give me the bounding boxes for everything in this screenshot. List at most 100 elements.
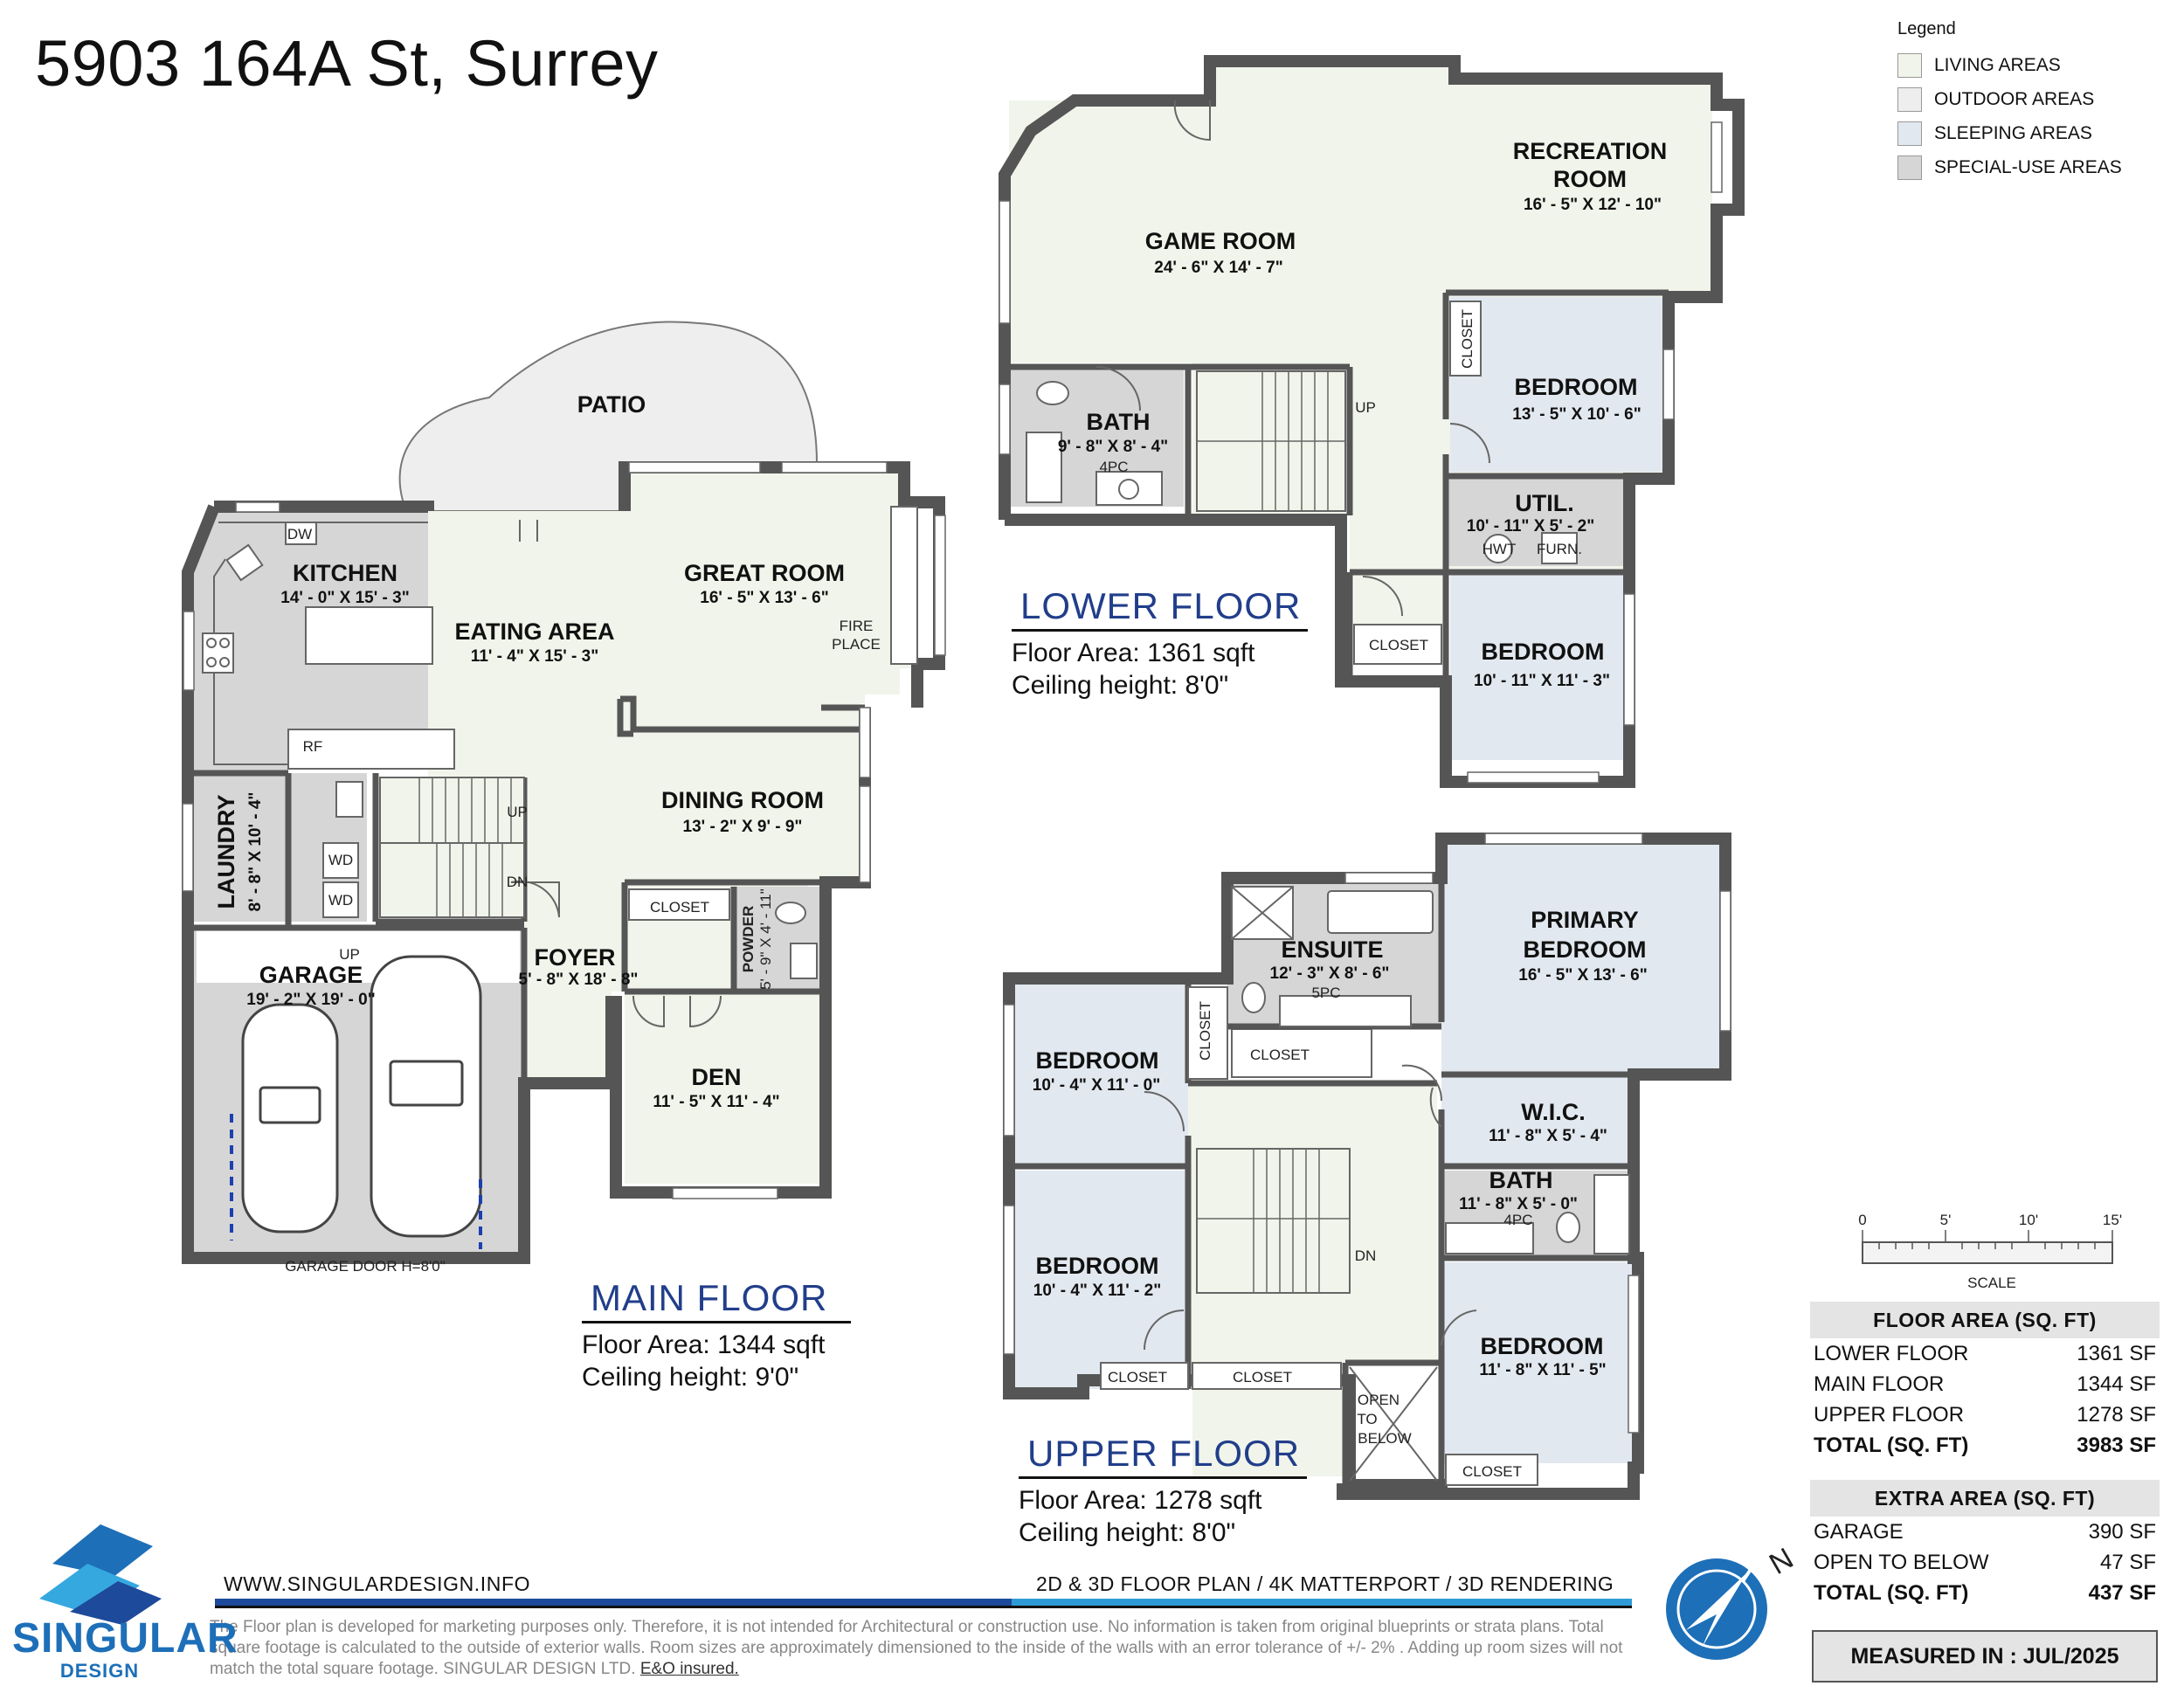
garage-cars — [241, 955, 482, 1238]
foyer-dim: 5' - 8" X 18' - 8" — [519, 971, 639, 989]
upper-floor-ceiling: Ceiling height: 8'0" — [1019, 1518, 1236, 1547]
main-floor-ceiling: Ceiling height: 9'0" — [582, 1363, 799, 1392]
row-value: 1278 SF — [2077, 1403, 2156, 1427]
upper-stairs-down: DN — [1355, 1247, 1377, 1264]
legend-swatch-sleeping — [1897, 121, 1922, 146]
laundry-dim: 8' - 8" X 10' - 4" — [246, 792, 265, 912]
table-total-row: TOTAL (SQ. FT)3983 SF — [1810, 1430, 2160, 1461]
upper-floor-title: UPPER FLOOR — [1019, 1433, 1308, 1479]
lower-floor-ceiling: Ceiling height: 8'0" — [1012, 671, 1229, 700]
scale-bar: 0 5' 10' 15' SCALE — [1858, 1212, 2122, 1291]
den-dim: 11' - 5" X 11' - 4" — [653, 1093, 779, 1111]
floor-area-header: FLOOR AREA (SQ. FT) — [1810, 1302, 2160, 1338]
legend-item-living: LIVING AREAS — [1897, 48, 2177, 82]
garage-label: GARAGE — [259, 962, 363, 988]
game-room-dim: 24' - 6" X 14' - 7" — [1154, 259, 1282, 277]
extra-area-header: EXTRA AREA (SQ. FT) — [1810, 1480, 2160, 1517]
legend-item-special: SPECIAL-USE AREAS — [1897, 150, 2177, 184]
main-stairs — [379, 777, 525, 918]
dryer-label: WD — [328, 892, 353, 909]
main-stairs-down: DN — [507, 874, 529, 890]
upper-bath-dim: 11' - 8" X 5' - 0" — [1459, 1195, 1578, 1213]
dishwasher-label: DW — [287, 526, 312, 542]
table-total-row: TOTAL (SQ. FT)437 SF — [1810, 1578, 2160, 1608]
recreation-label-1: RECREATION — [1513, 138, 1668, 164]
foyer-label: FOYER — [534, 944, 615, 971]
legend-swatch-living — [1897, 52, 1922, 78]
upper-floor-area: Floor Area: 1278 sqft — [1019, 1486, 1262, 1515]
lower-closet-2-label: CLOSET — [1369, 637, 1428, 653]
scale-tick-0: 0 — [1858, 1212, 1866, 1228]
upper-closet-4-label: CLOSET — [1233, 1369, 1292, 1385]
upper-bath-note: 4PC — [1503, 1212, 1532, 1228]
garage-dim: 19' - 2" X 19' - 0" — [246, 991, 375, 1009]
lower-bedroom-1-label: BEDROOM — [1515, 374, 1638, 400]
upper-floor-plan: ENSUITE 12' - 3" X 8' - 6" 5PC PRIMARY B… — [1003, 833, 1731, 1500]
upper-bedroom-3-dim: 11' - 8" X 11' - 5" — [1479, 1361, 1606, 1379]
legend-swatch-special — [1897, 155, 1922, 180]
total-value: 437 SF — [2088, 1581, 2156, 1605]
legend: Legend LIVING AREAS OUTDOOR AREAS SLEEPI… — [1897, 19, 2177, 184]
lower-bath-dim: 9' - 8" X 8' - 4" — [1058, 438, 1168, 456]
great-room-area — [625, 472, 900, 694]
row-value: 1344 SF — [2077, 1372, 2156, 1396]
website-link[interactable]: WWW.SINGULARDESIGN.INFO — [224, 1572, 531, 1595]
row-label: OPEN TO BELOW — [1814, 1551, 1989, 1574]
primary-bedroom-label-2: BEDROOM — [1524, 936, 1647, 963]
eating-area-dim: 11' - 4" X 15' - 3" — [471, 647, 598, 666]
legend-item-sleeping: SLEEPING AREAS — [1897, 116, 2177, 150]
row-value: 1361 SF — [2077, 1342, 2156, 1365]
brand-sub: DESIGN — [59, 1660, 140, 1682]
eating-area-label: EATING AREA — [454, 618, 614, 645]
patio-label: PATIO — [577, 391, 646, 418]
footer-bars — [215, 1599, 1632, 1608]
fireplace-label: FIRE — [840, 618, 874, 634]
wic-dim: 11' - 8" X 5' - 4" — [1489, 1127, 1607, 1145]
lower-bath-label: BATH — [1087, 409, 1151, 435]
lower-floor-plan: GAME ROOM 24' - 6" X 14' - 7" RECREATION… — [999, 55, 1745, 788]
main-closet-label: CLOSET — [650, 899, 709, 916]
recreation-dim: 16' - 5" X 12' - 10" — [1524, 196, 1662, 214]
game-room-label: GAME ROOM — [1145, 228, 1296, 254]
row-value: 390 SF — [2088, 1520, 2156, 1544]
upper-closet-5-label: CLOSET — [1462, 1463, 1522, 1480]
upper-bedroom-1-area — [1013, 983, 1188, 1166]
table-row: GARAGE 390 SF — [1810, 1517, 2160, 1547]
util-dim: 10' - 11" X 5' - 2" — [1467, 517, 1594, 536]
lower-util-area — [1446, 479, 1625, 566]
row-label: MAIN FLOOR — [1814, 1372, 1945, 1396]
util-label: UTIL. — [1515, 490, 1574, 516]
great-room-label: GREAT ROOM — [684, 560, 845, 586]
main-stairs-up: UP — [507, 804, 528, 820]
garage-stairs-up: UP — [339, 946, 360, 963]
lower-bedroom-2-area — [1450, 572, 1625, 760]
upper-stairs — [1196, 1148, 1351, 1294]
scale-label: SCALE — [1967, 1275, 2016, 1291]
dining-room-dim: 13' - 2" X 9' - 9" — [683, 818, 803, 836]
property-address: 5903 164A St, Surrey — [35, 27, 659, 100]
lower-floor-area: Floor Area: 1361 sqft — [1012, 639, 1255, 667]
disclaimer-text: The Floor plan is developed for marketin… — [210, 1617, 1642, 1680]
lower-floor-block: LOWER FLOOR Floor Area: 1361 sqft Ceilin… — [1012, 585, 1309, 701]
upper-closet-3-label: CLOSET — [1108, 1369, 1167, 1385]
lower-stairs-up: UP — [1355, 399, 1376, 416]
garage-door-label: GARAGE DOOR H=8'0" — [285, 1258, 446, 1275]
hwt-label: HWT — [1482, 541, 1517, 557]
scale-tick-5: 5' — [1940, 1212, 1952, 1228]
kitchen-dim: 14' - 0" X 15' - 3" — [280, 589, 409, 607]
row-label: GARAGE — [1814, 1520, 1904, 1544]
total-value: 3983 SF — [2077, 1434, 2156, 1457]
singular-design-logo-icon — [39, 1524, 162, 1625]
lower-stairs — [1196, 370, 1346, 512]
services-tagline: 2D & 3D FLOOR PLAN / 4K MATTERPORT / 3D … — [1036, 1572, 1614, 1595]
wic-label: W.I.C. — [1521, 1099, 1586, 1125]
lower-closet-1-label: CLOSET — [1459, 309, 1476, 369]
lower-hall-area — [1350, 515, 1446, 577]
brand-name: SINGULAR — [12, 1615, 238, 1662]
laundry-area — [192, 773, 288, 922]
